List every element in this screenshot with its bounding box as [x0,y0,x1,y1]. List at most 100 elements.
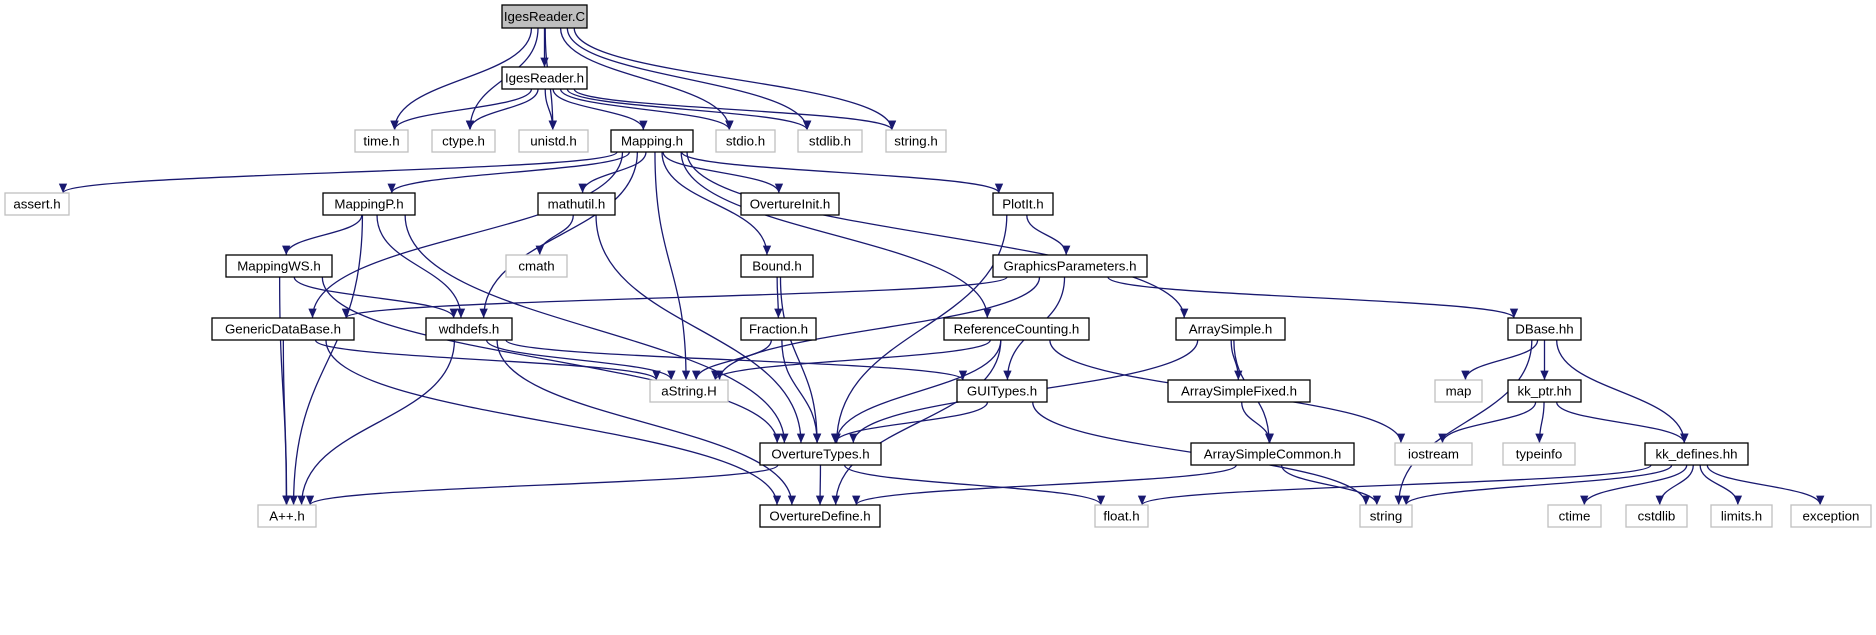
edge-mappingws_h-to-overturetypes_h [321,276,782,444]
node-label: ReferenceCounting.h [954,322,1080,337]
node-box [322,192,416,216]
edge-igesreader_h-to-stdio_h [559,88,734,131]
node-box [992,192,1054,216]
edge-igesreader_h-to-string_h [573,88,897,131]
node-box [715,129,776,153]
node-time_h: time.h [354,129,409,153]
node-bound_h[interactable]: Bound.h [740,254,814,278]
node-label: kk_defines.hh [1655,447,1737,462]
node-label: kk_ptr.hh [1518,384,1572,399]
edge-bound_h-to-overturetypes_h [779,276,822,444]
edge-referencecounting_h-to-overturedefine_h [831,339,1002,506]
node-exception: exception [1790,504,1872,528]
edge-plotit_h-to-graphicsparameters_h [1026,214,1071,256]
node-overturetypes_h[interactable]: OvertureTypes.h [759,442,882,466]
node-igesreader_c[interactable]: IgesReader.C [501,4,588,29]
node-graphicsparameters_h[interactable]: GraphicsParameters.h [992,254,1148,278]
node-referencecounting_h[interactable]: ReferenceCounting.h [943,317,1090,341]
node-label: IgesReader.C [504,9,586,24]
edge-igesreader_c-to-stdlib_h [566,27,812,131]
node-box [1790,504,1872,528]
node-box [505,254,568,278]
node-kk_ptr_hh[interactable]: kk_ptr.hh [1507,379,1582,403]
node-label: map [1446,384,1472,399]
edge-kk_defines_hh-to-limits_h [1699,464,1743,506]
node-kk_defines_hh[interactable]: kk_defines.hh [1644,442,1749,466]
node-box [943,317,1090,341]
edge-referencecounting_h-to-astring_h [711,339,991,381]
node-box [992,254,1148,278]
edge-mappingp_h-to-wdhdefs_h [376,214,466,319]
node-wdhdefs_h[interactable]: wdhdefs.h [425,317,513,341]
node-label: stdio.h [726,134,765,149]
node-mathutil_h[interactable]: mathutil.h [537,192,616,216]
node-overturedefine_h[interactable]: OvertureDefine.h [759,504,881,528]
edge-mapping_h-to-arraysimple_h [686,151,1189,319]
edges-layer [59,27,1825,506]
edge-kk_ptr_hh-to-iostream [1438,401,1537,444]
node-fraction_h[interactable]: Fraction.h [740,317,817,341]
edge-mappingws_h-to-wdhdefs_h [293,276,458,319]
node-plotit_h[interactable]: PlotIt.h [992,192,1054,216]
node-overtureinit_h[interactable]: OvertureInit.h [740,192,840,216]
node-box [885,129,947,153]
node-string: string [1359,504,1413,528]
edge-wdhdefs_h-to-overturedefine_h [496,339,797,506]
node-cstdlib: cstdlib [1625,504,1688,528]
node-cmath: cmath [505,254,568,278]
node-mapping_h[interactable]: Mapping.h [610,129,694,153]
edge-igesreader_h-to-mapping_h [552,88,648,131]
node-box [1434,379,1483,403]
node-box [1167,379,1311,403]
edge-mapping_h-to-plotit_h [681,151,1004,194]
node-genericdatabase_h[interactable]: GenericDataBase.h [211,317,355,341]
edge-kk_defines_hh-to-cstdlib [1655,464,1694,506]
node-box [518,129,589,153]
edge-mathutil_h-to-overturetypes_h [595,214,806,444]
node-box [759,442,882,466]
edge-mapping_h-to-referencecounting_h [680,151,992,319]
node-box [1359,504,1413,528]
node-label: unistd.h [530,134,577,149]
node-mappingp_h[interactable]: MappingP.h [322,192,416,216]
node-label: limits.h [1721,509,1762,524]
node-box [537,192,616,216]
node-igesreader_h[interactable]: IgesReader.h [501,66,588,90]
node-box [354,129,409,153]
node-box [740,192,840,216]
edge-mathutil_h-to-cmath [535,214,574,256]
node-label: Fraction.h [749,322,808,337]
node-box [1502,442,1576,466]
node-box [431,129,496,153]
node-arraysimple_h[interactable]: ArraySimple.h [1175,317,1286,341]
node-label: iostream [1408,447,1459,462]
node-label: OvertureInit.h [750,197,831,212]
node-box [1394,442,1473,466]
node-label: typeinfo [1516,447,1563,462]
node-label: ctype.h [442,134,485,149]
node-box [211,317,355,341]
node-label: Mapping.h [621,134,683,149]
edge-graphicsparameters_h-to-dbase_hh [1107,276,1518,319]
edge-mapping_h-to-mappingp_h [387,151,631,194]
node-arraysimplecommon_h[interactable]: ArraySimpleCommon.h [1190,442,1355,466]
node-guitypes_h[interactable]: GUITypes.h [956,379,1048,403]
node-box [1507,379,1582,403]
node-label: OvertureDefine.h [769,509,870,524]
edge-mappingp_h-to-app_h [289,214,364,506]
node-mappingws_h[interactable]: MappingWS.h [225,254,333,278]
edge-guitypes_h-to-overturetypes_h [830,401,989,444]
node-label: GraphicsParameters.h [1003,259,1136,274]
node-label: ArraySimple.h [1189,322,1273,337]
node-box [501,66,588,90]
edge-dbase_hh-to-string [1394,339,1533,506]
node-label: MappingP.h [334,197,403,212]
node-label: A++.h [269,509,305,524]
node-arraysimplefixed_h[interactable]: ArraySimpleFixed.h [1167,379,1311,403]
node-dbase_hh[interactable]: DBase.hh [1507,317,1582,341]
node-label: ArraySimpleCommon.h [1204,447,1341,462]
edge-kk_defines_hh-to-string [1401,464,1673,506]
node-box [797,129,863,153]
edge-mapping_h-to-genericdatabase_h [308,151,624,319]
edge-kk_defines_hh-to-exception [1706,464,1825,506]
